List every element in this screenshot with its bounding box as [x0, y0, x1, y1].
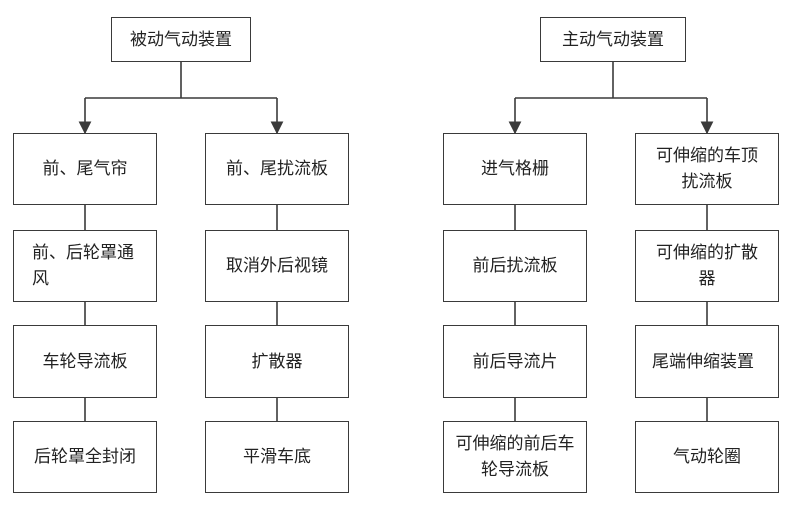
active-aero-title: 主动气动装置 [562, 29, 664, 50]
node-label: 平滑车底 [243, 447, 311, 467]
node-label: 可伸缩的前后车轮导流板 [455, 434, 575, 480]
node-label: 前后扰流板 [472, 256, 558, 276]
passive-aero-title: 被动气动装置 [130, 29, 232, 50]
passive-col2-node: 扩散器 [205, 325, 349, 398]
active-col1-node: 可伸缩的前后车轮导流板 [443, 421, 587, 493]
active-col1-node: 进气格栅 [443, 133, 587, 205]
passive-col1-node: 前、尾气帘 [13, 133, 157, 205]
active-col2-node: 尾端伸缩装置 [635, 325, 779, 398]
passive-col2-node: 前、尾扰流板 [205, 133, 349, 205]
passive-connectors [78, 62, 284, 421]
node-label: 前后导流片 [472, 351, 558, 372]
passive-aero-root-box: 被动气动装置 [111, 17, 251, 62]
active-col1-node: 前后扰流板 [443, 230, 587, 302]
node-label: 前、尾扰流板 [226, 159, 328, 179]
node-label: 前、后轮罩通风 [32, 243, 134, 289]
passive-col1-node: 车轮导流板 [13, 325, 157, 398]
node-label: 进气格栅 [481, 159, 549, 179]
active-col2-node: 气动轮圈 [635, 421, 779, 493]
node-label: 前、尾气帘 [42, 159, 128, 179]
node-label: 可伸缩的车顶扰流板 [656, 146, 758, 192]
passive-col2-node: 取消外后视镜 [205, 230, 349, 302]
active-col1-node: 前后导流片 [443, 325, 587, 398]
active-connectors [508, 62, 714, 421]
node-label: 取消外后视镜 [226, 256, 328, 276]
node-label: 气动轮圈 [673, 447, 741, 467]
active-col2-node: 可伸缩的扩散器 [635, 230, 779, 302]
node-label: 可伸缩的扩散器 [656, 243, 758, 289]
passive-col1-node: 后轮罩全封闭 [13, 421, 157, 493]
passive-col1-node: 前、后轮罩通风 [13, 230, 157, 302]
node-label: 扩散器 [251, 351, 303, 372]
passive-col2-node: 平滑车底 [205, 421, 349, 493]
node-label: 尾端伸缩装置 [652, 351, 754, 372]
node-label: 后轮罩全封闭 [34, 447, 136, 467]
active-col2-node: 可伸缩的车顶扰流板 [635, 133, 779, 205]
active-aero-root-box: 主动气动装置 [540, 17, 686, 62]
node-label: 车轮导流板 [42, 351, 128, 372]
